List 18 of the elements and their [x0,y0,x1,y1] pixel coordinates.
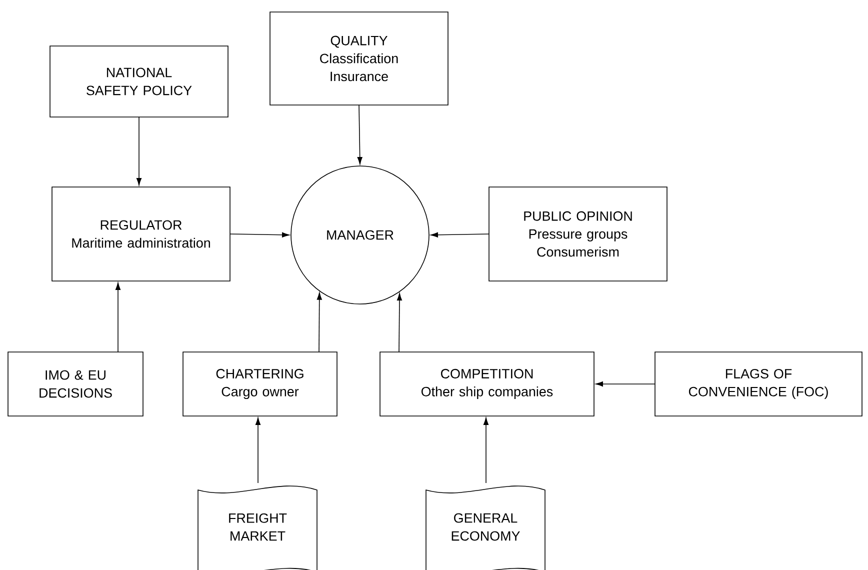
arrow [136,116,142,186]
arrow [230,232,290,238]
arrow [483,418,489,484]
factor-box: QUALITY Classification Insurance [270,12,448,106]
arrow [596,381,656,386]
arrow [116,282,121,352]
factor-box: PUBLIC OPINION Pressure groups Consumerism [488,186,668,282]
arrow [396,293,402,352]
arrow [255,418,261,484]
factor-box: NATIONAL SAFETY POLICY [50,46,228,118]
factor-box: CHARTERING Cargo owner [182,352,338,416]
factor-box: IMO & EU DECISIONS [8,352,144,416]
factor-box: COMPETITION Other ship companies [380,352,594,416]
factor-box: FLAGS OF CONVENIENCE (FOC) [654,352,862,416]
arrow [316,292,322,352]
factor-box: REGULATOR Maritime administration [52,186,230,282]
arrow [357,104,362,164]
arrow [430,232,490,238]
